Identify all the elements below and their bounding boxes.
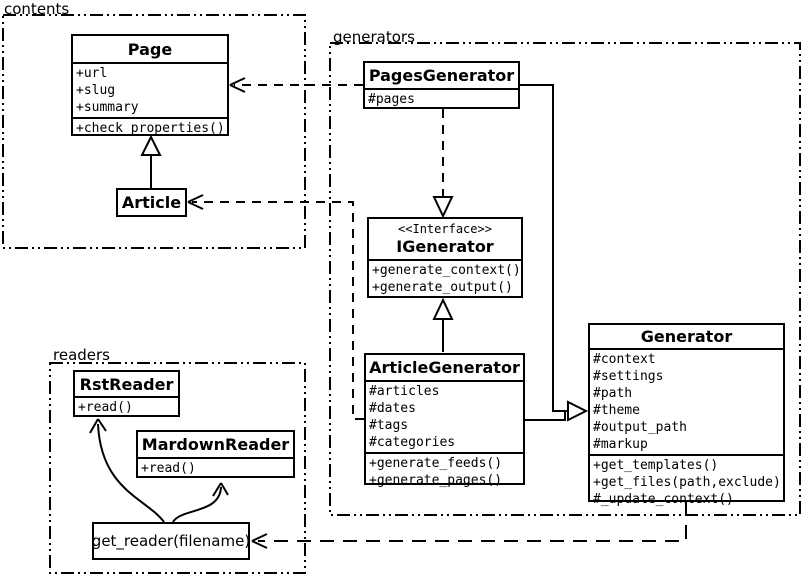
methods-compartment: +read()	[138, 459, 293, 478]
function-box-get-reader: get_reader(filename)	[92, 522, 250, 560]
attributes-compartment: +url +slug +summary	[73, 64, 227, 119]
class-page: Page +url +slug +summary +check_properti…	[71, 34, 229, 136]
hollow-triangle-icon	[432, 297, 454, 320]
methods-compartment: +read()	[75, 398, 178, 417]
hollow-triangle-icon	[432, 196, 454, 219]
class-title-block: <<Interface>> IGenerator	[369, 219, 521, 261]
attribute-row: #dates	[369, 401, 416, 416]
inheritance-articlegenerator-to-igenerator	[432, 297, 454, 352]
methods-compartment: +check_properties()	[73, 119, 227, 138]
attribute-row: +url	[76, 66, 108, 81]
attribute-row: #articles	[369, 384, 440, 399]
method-row: #_update_context()	[593, 492, 734, 507]
class-articlegenerator: ArticleGenerator #articles #dates #tags …	[364, 353, 525, 488]
attribute-row: #theme	[593, 403, 640, 418]
attribute-row: #categories	[369, 435, 456, 450]
hollow-triangle-icon	[140, 134, 162, 156]
attribute-row: #pages	[368, 92, 415, 107]
attribute-row: +summary	[76, 100, 139, 115]
open-arrowhead-icon	[212, 482, 229, 497]
attribute-row: #output_path	[593, 420, 687, 435]
inheritance-generators-to-generator	[520, 84, 589, 422]
class-pagesgenerator: PagesGenerator #pages	[363, 61, 520, 109]
methods-compartment: +generate_feeds() +generate_pages()	[366, 454, 523, 490]
attributes-compartment: #pages	[365, 90, 518, 109]
method-row: +read()	[141, 461, 196, 476]
open-arrowhead-icon	[187, 194, 204, 210]
method-row: +generate_pages()	[369, 473, 503, 488]
class-name: MardownReader	[138, 432, 293, 459]
stereotype-label: <<Interface>>	[398, 222, 492, 236]
package-label-readers: readers	[53, 346, 110, 364]
package-border-readers	[49, 362, 306, 574]
class-rstreader: RstReader +read()	[73, 370, 180, 417]
hollow-triangle-icon	[567, 400, 589, 422]
class-name: RstReader	[75, 372, 178, 398]
attribute-row: #path	[593, 386, 633, 401]
interface-igenerator: <<Interface>> IGenerator +generate_conte…	[367, 217, 523, 298]
method-row: +get_templates()	[593, 458, 719, 473]
attribute-row: #tags	[369, 418, 409, 433]
open-arrowhead-icon	[89, 418, 107, 434]
attribute-row: #context	[593, 352, 656, 367]
method-row: +generate_output()	[372, 280, 513, 295]
package-border-contents	[2, 14, 306, 249]
package-label-contents: contents	[4, 0, 70, 18]
open-arrowhead-icon	[229, 77, 246, 93]
methods-compartment: +generate_context() +generate_output()	[369, 261, 521, 297]
attributes-compartment: #context #settings #path #theme #output_…	[590, 350, 783, 456]
class-mardownreader: MardownReader +read()	[136, 430, 295, 478]
class-name: IGenerator	[396, 237, 494, 256]
class-article: Article	[116, 188, 187, 217]
package-border-generators	[329, 42, 801, 516]
class-name: PagesGenerator	[365, 63, 518, 90]
inheritance-article-to-page	[140, 134, 162, 188]
attribute-row: +slug	[76, 83, 116, 98]
class-generator: Generator #context #settings #path #them…	[588, 323, 785, 507]
attribute-row: #settings	[593, 369, 664, 384]
attribute-row: #markup	[593, 437, 648, 452]
class-name: Page	[73, 36, 227, 64]
attributes-compartment: #articles #dates #tags #categories	[366, 382, 523, 454]
dependency-articlegenerator-to-article	[187, 194, 364, 420]
class-name: ArticleGenerator	[366, 355, 523, 382]
method-row: +generate_context()	[372, 263, 521, 278]
package-label-generators: generators	[333, 28, 415, 46]
association-getreader-to-mardownreader	[172, 482, 229, 523]
realization-pagesgenerator-to-igenerator	[432, 109, 454, 219]
method-row: +generate_feeds()	[369, 456, 503, 471]
dependency-generator-to-getreader	[251, 502, 687, 549]
dependency-pagesgenerator-to-page	[229, 77, 363, 93]
class-name: Article	[121, 193, 182, 212]
class-name: Generator	[590, 325, 783, 350]
association-getreader-to-rstreader	[89, 418, 165, 523]
open-arrowhead-icon	[251, 533, 268, 549]
methods-compartment: +get_templates() +get_files(path,exclude…	[590, 456, 783, 509]
method-row: +check_properties()	[76, 121, 225, 136]
method-row: +get_files(path,exclude)	[593, 475, 781, 490]
method-row: +read()	[78, 400, 133, 415]
